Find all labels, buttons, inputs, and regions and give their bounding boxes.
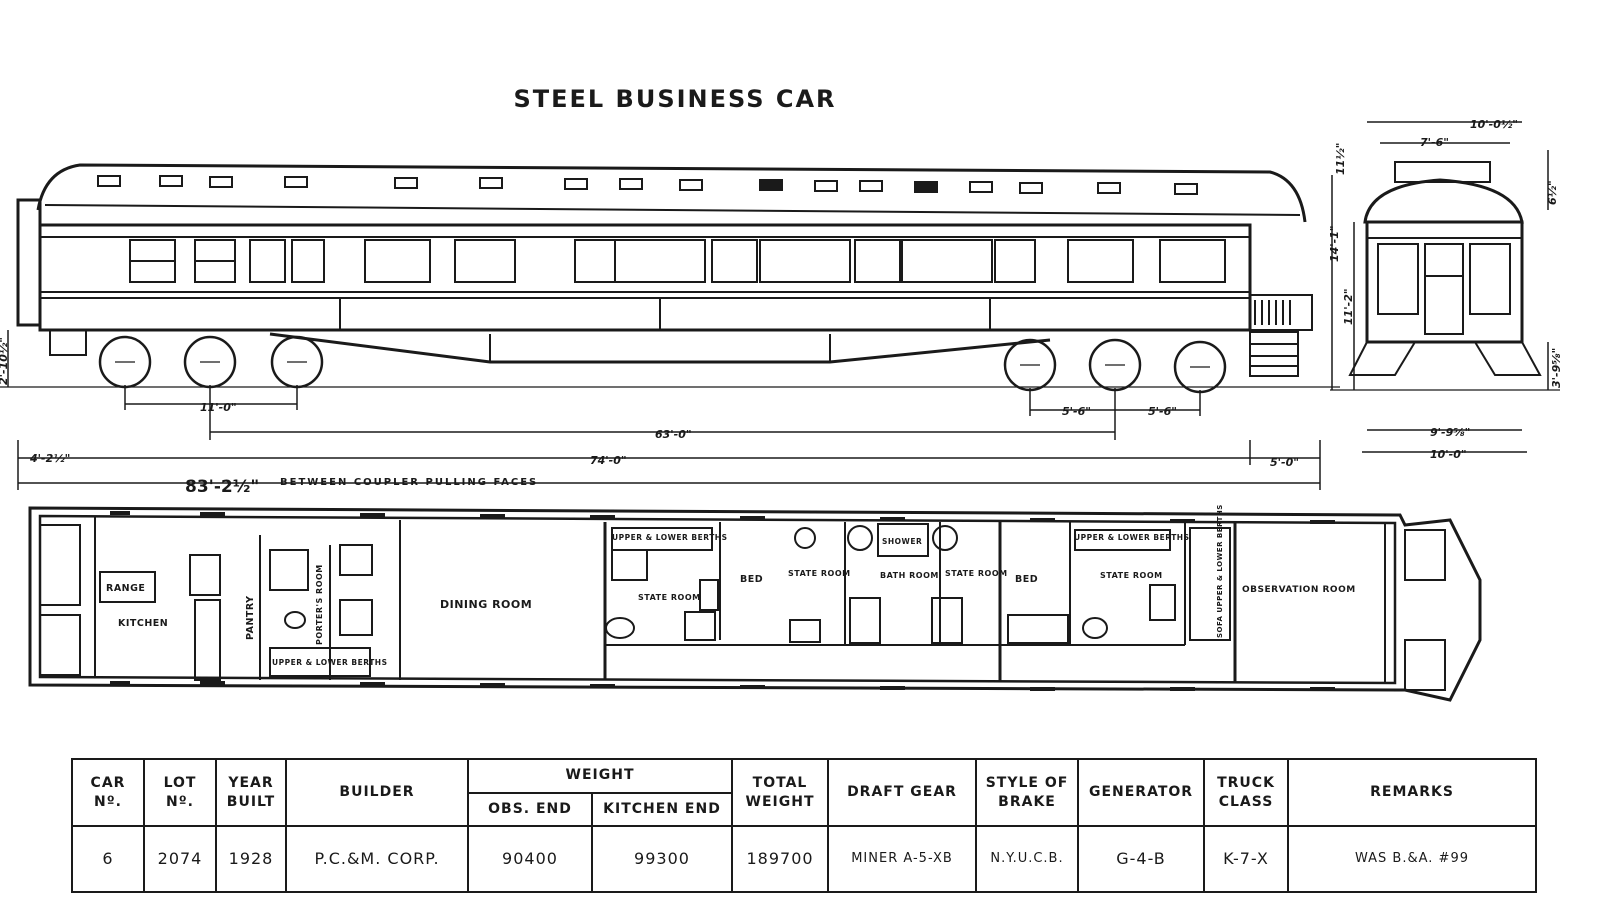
roof-ventilators: [97, 175, 1198, 195]
label-bed-2: BED: [1015, 574, 1038, 585]
dim-coupler-note: BETWEEN COUPLER PULLING FACES: [280, 477, 538, 488]
dim-roof-top: 11½": [1334, 143, 1347, 175]
label-porter-berths: UPPER & LOWER BERTHS: [272, 658, 388, 667]
label-upper-lower-1: UPPER & LOWER BERTHS: [612, 533, 728, 542]
end-elevation: [1330, 161, 1560, 391]
dim-rail-step: 3'-9⅝": [1550, 348, 1563, 388]
side-windows: [129, 239, 1226, 283]
label-state-room-2: STATE ROOM: [788, 569, 851, 578]
dim-width-bottom-b: 10'-0": [1430, 448, 1467, 461]
dim-end-overhang: 5'-0": [1270, 456, 1299, 469]
header-weight: WEIGHT: [466, 758, 734, 794]
end-dimension-lines: [1331, 121, 1549, 453]
dim-height-roof: 14'-1": [1328, 225, 1341, 262]
cell-style-brake: N.Y.U.C.B.: [975, 825, 1080, 893]
dimension-labels: 11'-0" 63'-0" 5'-6" 5'-6" 4'-2½" 74'-0" …: [0, 118, 1563, 497]
dim-wheelbase: 11'-0": [200, 401, 237, 414]
room-labels: RANGE KITCHEN PANTRY PORTER'S ROOM UPPER…: [106, 504, 1356, 667]
cell-kitchen-end: 99300: [590, 825, 734, 893]
label-porters-room: PORTER'S ROOM: [315, 564, 324, 645]
header-generator: GENERATOR: [1077, 758, 1206, 827]
cell-draft-gear: MINER A-5-XB: [827, 825, 978, 893]
cell-generator: G-4-B: [1077, 825, 1206, 893]
floor-plan-windows: [110, 511, 1335, 691]
label-range: RANGE: [106, 583, 145, 594]
label-kitchen: KITCHEN: [118, 618, 168, 629]
cell-total-weight: 189700: [731, 825, 830, 893]
dim-width-inner: 7'-6": [1420, 136, 1449, 149]
table-header-row: CAR Nº. LOT Nº. YEAR BUILT BUILDER WEIGH…: [71, 758, 1538, 827]
cell-builder: P.C.&M. CORP.: [285, 825, 469, 893]
header-obs-end: OBS. END: [467, 791, 593, 827]
cell-obs-end: 90400: [467, 825, 593, 893]
dim-axle-b: 5'-6": [1148, 405, 1177, 418]
side-dimension-lines: [7, 330, 1321, 490]
dim-width-top: 10'-0½": [1470, 118, 1518, 131]
dim-left-overhang: 4'-2½": [29, 452, 70, 465]
cell-year-built: 1928: [215, 825, 287, 893]
dim-coupler-height: 2'-10½": [0, 337, 10, 385]
header-kitchen-end: KITCHEN END: [590, 791, 734, 827]
label-bath-room: BATH ROOM: [880, 571, 939, 580]
dim-truck-centers: 63'-0": [655, 428, 692, 441]
label-bed-1: BED: [740, 574, 763, 585]
dim-coupler-length: 83'-2½": [185, 477, 259, 497]
header-lot-no: LOT Nº.: [143, 758, 217, 827]
header-builder: BUILDER: [285, 758, 469, 827]
drawing-title: STEEL BUSINESS CAR: [513, 85, 837, 113]
car-data-table: CAR Nº. LOT Nº. YEAR BUILT BUILDER WEIGH…: [71, 758, 1538, 893]
table-row: 6 2074 1928 P.C.&M. CORP. 90400 99300 18…: [71, 825, 1538, 893]
header-style-brake: STYLE OF BRAKE: [975, 758, 1080, 827]
label-observation-room: OBSERVATION ROOM: [1242, 585, 1356, 595]
header-car-no: CAR Nº.: [71, 758, 145, 827]
label-shower: SHOWER: [882, 537, 922, 546]
cell-remarks: WAS B.&A. #99: [1287, 825, 1538, 893]
label-sofa-berths: SOFA UPPER & LOWER BERTHS: [1216, 504, 1224, 638]
label-dining-room: DINING ROOM: [440, 598, 532, 611]
label-state-room-1: STATE ROOM: [638, 593, 701, 602]
table-subheader-row: OBS. END KITCHEN END: [72, 791, 1536, 827]
dim-height-body: 11'-2": [1342, 288, 1355, 325]
side-elevation: [0, 163, 1340, 394]
header-draft-gear: DRAFT GEAR: [827, 758, 978, 827]
dim-over-end-sills: 74'-0": [590, 454, 627, 467]
cell-lot-no: 2074: [143, 825, 217, 893]
dim-axle-a: 5'-6": [1062, 405, 1091, 418]
header-remarks: REMARKS: [1287, 758, 1538, 827]
wheels: [98, 335, 1227, 394]
label-upper-lower-2: UPPER & LOWER BERTHS: [1074, 533, 1190, 542]
label-pantry: PANTRY: [245, 595, 256, 640]
dim-width-bottom-a: 9'-9⅝": [1430, 426, 1470, 439]
dim-monitor: 6½": [1546, 180, 1559, 205]
label-state-room-3: STATE ROOM: [945, 569, 1008, 578]
label-state-room-4: STATE ROOM: [1100, 571, 1163, 580]
cell-truck-class: K-7-X: [1203, 825, 1290, 893]
cell-car-no: 6: [71, 825, 145, 893]
header-truck-class: TRUCK CLASS: [1203, 758, 1290, 827]
header-year-built: YEAR BUILT: [215, 758, 287, 827]
floor-plan: [28, 506, 1482, 702]
header-total-weight: TOTAL WEIGHT: [731, 758, 830, 827]
